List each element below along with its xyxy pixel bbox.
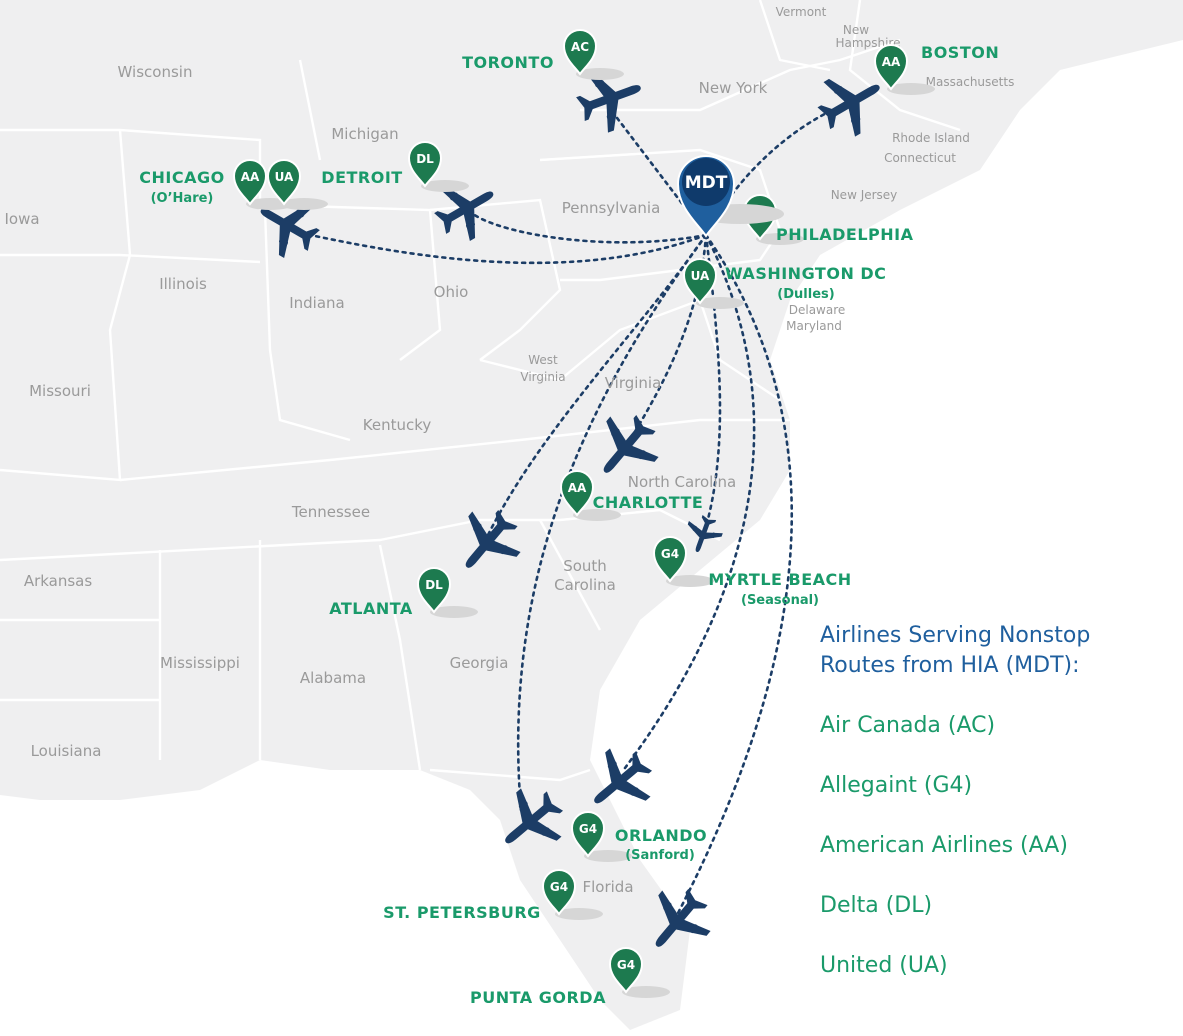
state-label: Delaware: [789, 303, 846, 317]
city-name: ORLANDO: [615, 826, 707, 845]
airline-code: AA: [241, 170, 260, 184]
state-label: Florida: [582, 878, 633, 896]
map-pin-icon[interactable]: UA: [267, 159, 328, 210]
state-label: Louisiana: [31, 742, 102, 760]
map-pin-icon[interactable]: DL: [408, 141, 469, 192]
state-label: Wisconsin: [118, 63, 193, 81]
map-pin-icon[interactable]: AC: [563, 29, 624, 80]
state-label: Maryland: [786, 319, 842, 333]
airline-code: UA: [275, 170, 294, 184]
state-label: Connecticut: [884, 151, 956, 165]
city-name: WASHINGTON DC: [725, 264, 886, 283]
state-label: Arkansas: [24, 572, 93, 590]
state-label: Tennessee: [291, 503, 370, 521]
city-markers: AC TORONTO AA BOSTON AA UA CHICAGO (O’Hare) DL DE…: [139, 29, 999, 1007]
map-pin-icon[interactable]: G4: [542, 869, 603, 920]
state-label: Georgia: [450, 654, 509, 672]
state-label: Ohio: [434, 283, 469, 301]
legend-item: American Airlines (AA): [820, 833, 1068, 858]
city-subtitle: (Sanford): [625, 848, 695, 863]
state-label: New York: [699, 79, 768, 97]
legend-item: Air Canada (AC): [820, 713, 996, 738]
state-label: Carolina: [554, 576, 616, 594]
map-pin-icon[interactable]: G4: [653, 536, 714, 587]
city-name: CHARLOTTE: [593, 493, 704, 512]
city-subtitle: (O’Hare): [151, 191, 214, 206]
state-label: North Carolina: [628, 473, 736, 491]
legend-item: United (UA): [820, 953, 948, 978]
city-name: PHILADELPHIA: [776, 225, 914, 244]
state-label: Alabama: [300, 669, 366, 687]
city-name: TORONTO: [462, 53, 554, 72]
state-label: Vermont: [776, 5, 827, 19]
airline-code: UA: [691, 269, 710, 283]
airline-code: AA: [882, 55, 901, 69]
city-name: MYRTLE BEACH: [708, 570, 851, 589]
state-label: Illinois: [159, 275, 207, 293]
airline-code: DL: [425, 578, 443, 592]
city-name: PUNTA GORDA: [470, 988, 606, 1007]
city-charlotte[interactable]: AA CHARLOTTE: [560, 470, 704, 521]
state-label: New Jersey: [831, 188, 898, 202]
legend-title-line1: Airlines Serving Nonstop: [820, 623, 1091, 648]
city-subtitle: (Dulles): [777, 287, 834, 302]
map-pin-icon[interactable]: AA: [874, 44, 935, 95]
city-toronto[interactable]: AC TORONTO: [462, 29, 624, 80]
legend-title-line2: Routes from HIA (MDT):: [820, 653, 1080, 678]
airline-code: G4: [550, 880, 568, 894]
state-label: Rhode Island: [892, 131, 970, 145]
state-label: Indiana: [289, 294, 345, 312]
state-label: Michigan: [331, 125, 398, 143]
city-orlando[interactable]: G4 ORLANDO (Sanford): [571, 811, 707, 863]
city-name: ST. PETERSBURG: [383, 903, 541, 922]
city-boston[interactable]: AA BOSTON: [874, 43, 999, 95]
map-pin-icon[interactable]: DL: [417, 567, 478, 618]
airline-code: G4: [661, 547, 679, 561]
city-atlanta[interactable]: DL ATLANTA: [329, 567, 478, 618]
state-label: Mississippi: [160, 654, 240, 672]
state-label: Iowa: [4, 210, 39, 228]
city-name: ATLANTA: [329, 599, 413, 618]
state-label: Kentucky: [363, 416, 432, 434]
airline-code: DL: [416, 152, 434, 166]
hub-pin[interactable]: MDT: [676, 155, 784, 238]
city-washington[interactable]: UA WASHINGTON DC (Dulles): [683, 258, 886, 309]
city-name: CHICAGO: [139, 168, 224, 187]
state-label: Pennsylvania: [562, 199, 661, 217]
state-label: Massachusetts: [926, 75, 1015, 89]
legend-item: Delta (DL): [820, 893, 933, 918]
city-name: DETROIT: [321, 168, 402, 187]
city-detroit[interactable]: DL DETROIT: [321, 141, 469, 192]
airline-code: AA: [568, 481, 587, 495]
map-pin-icon[interactable]: G4: [571, 811, 632, 862]
city-subtitle: (Seasonal): [741, 593, 819, 608]
map-pin-icon[interactable]: UA: [683, 258, 744, 309]
state-label: West: [528, 353, 558, 367]
state-label: Missouri: [29, 382, 91, 400]
city-chicago[interactable]: AA UA CHICAGO (O’Hare): [139, 159, 328, 210]
state-label: Virginia: [520, 370, 565, 384]
airline-code: AC: [571, 40, 589, 54]
map-pin-icon[interactable]: G4: [609, 947, 670, 998]
airline-legend: Airlines Serving Nonstop Routes from HIA…: [820, 621, 1175, 981]
airline-code: G4: [579, 822, 597, 836]
state-label: New: [843, 23, 869, 37]
map-pin-icon[interactable]: AA: [560, 470, 621, 521]
airline-code: G4: [617, 958, 635, 972]
state-label: South: [563, 557, 607, 575]
city-name: BOSTON: [921, 43, 999, 62]
legend-item: Allegaint (G4): [820, 773, 973, 798]
hub-code: MDT: [685, 173, 728, 193]
state-label: Virginia: [605, 374, 662, 392]
